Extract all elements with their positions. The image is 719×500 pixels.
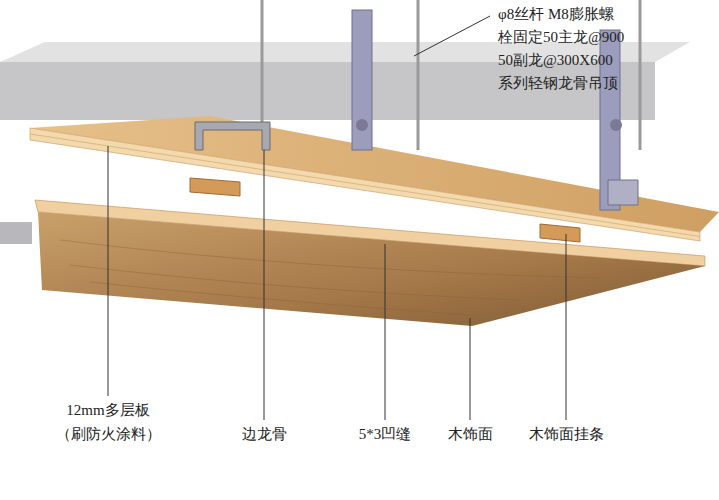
spec-note: 50副龙@300X600: [498, 50, 613, 70]
spec-note: 栓固定50主龙@900: [498, 27, 624, 47]
leader-line: [108, 146, 109, 396]
runner-end: [0, 222, 32, 244]
hanger-rod: [261, 0, 264, 125]
leader-line: [566, 234, 567, 420]
veneer-panel: [38, 212, 705, 326]
part-label: 5*3凹缝: [359, 424, 412, 444]
part-label: （刷防火涂料）: [56, 424, 161, 444]
leader-line: [264, 150, 265, 420]
hanger-rod: [639, 0, 642, 150]
part-label: 木饰面挂条: [529, 424, 604, 444]
leader-line: [470, 318, 471, 420]
leader-lines: [108, 16, 566, 420]
runner-face: [0, 62, 655, 120]
edge-keel: [195, 122, 270, 150]
spec-note: 系列轻钢龙骨吊顶: [498, 73, 618, 93]
part-label: 木饰面: [448, 424, 493, 444]
leader-line: [385, 244, 386, 420]
bolt: [356, 119, 368, 131]
hanger: [352, 10, 372, 150]
wood-grain: [60, 240, 600, 315]
bolt: [610, 119, 622, 131]
hanger-rod: [417, 0, 420, 150]
wood-strip: [540, 224, 580, 242]
spec-note: φ8丝杆 M8膨胀螺: [498, 4, 614, 24]
leader-line: [414, 16, 490, 56]
part-label: 12mm多层板: [66, 400, 149, 420]
wood-strip: [190, 178, 240, 196]
clip: [608, 180, 638, 205]
part-label: 边龙骨: [242, 424, 287, 444]
